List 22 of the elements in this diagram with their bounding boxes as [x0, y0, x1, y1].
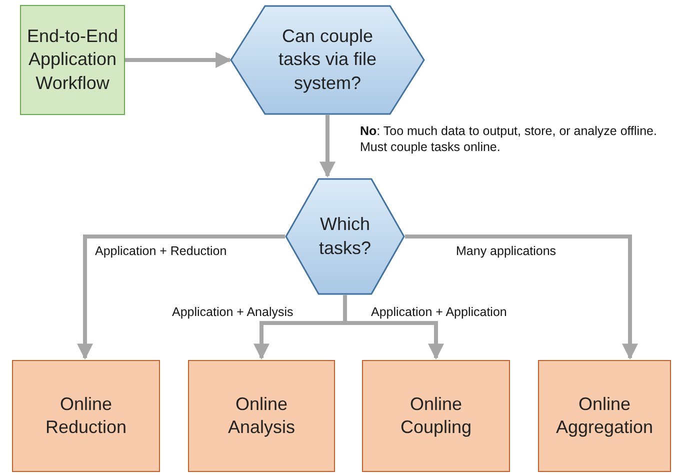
- node-text: Online Aggregation: [554, 392, 654, 439]
- edge-label: Application + Reduction: [95, 244, 227, 260]
- arrow: [125, 52, 232, 68]
- decision-hexagon: [230, 5, 425, 115]
- node-text: End-to-End Application Workflow: [26, 24, 120, 95]
- edge-label: Many applications: [456, 244, 556, 260]
- process-box: [362, 360, 510, 472]
- process-box: [20, 5, 125, 115]
- arrow: [405, 234, 638, 360]
- node-text: Which tasks?: [318, 213, 372, 260]
- process-box: [188, 360, 335, 472]
- edge-label: Application + Analysis: [172, 305, 294, 321]
- arrow: [320, 115, 336, 178]
- node-text: Online Coupling: [399, 392, 473, 439]
- process-box: [12, 360, 160, 472]
- decision-hexagon: [285, 178, 405, 295]
- node-text: Online Analysis: [226, 392, 296, 439]
- node-text: Online Reduction: [44, 392, 128, 439]
- node-text: Can couple tasks via file system?: [277, 24, 378, 95]
- arrow: [77, 234, 285, 360]
- edge-label: Application + Application: [371, 305, 507, 321]
- process-box: [538, 360, 671, 472]
